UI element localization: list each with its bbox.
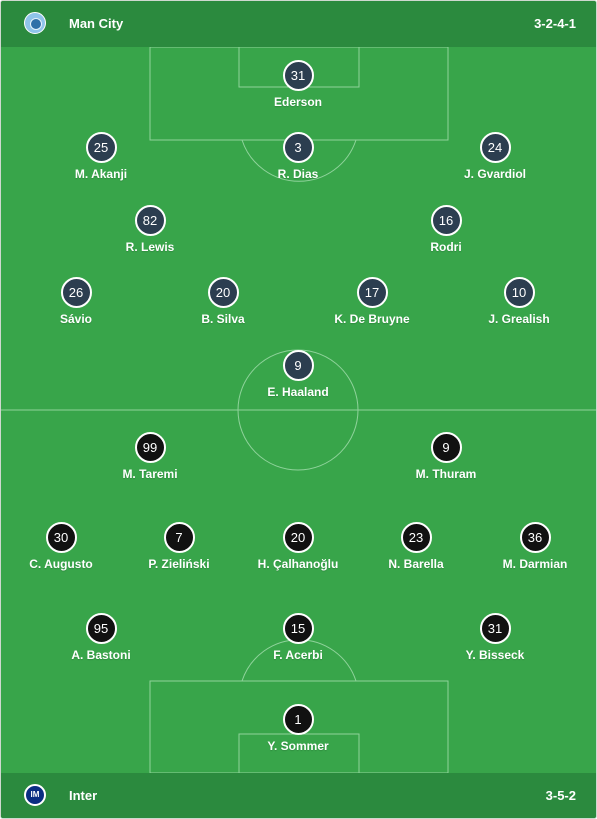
shirt-number-badge: 23 [400,522,432,553]
player-name: F. Acerbi [273,648,323,662]
shirt-number-badge: 24 [479,132,511,163]
player-name: M. Taremi [122,467,178,481]
shirt-number-badge: 9 [430,432,462,463]
player-name: E. Haaland [267,385,329,399]
shirt-number-badge: 7 [163,522,195,553]
away-player[interactable]: 23 N. Barella [351,522,481,571]
shirt-number-badge: 9 [282,350,314,381]
away-player[interactable]: 7 P. Zieliński [114,522,244,571]
home-player[interactable]: 10 J. Grealish [454,277,584,326]
home-player[interactable]: 9 E. Haaland [233,350,363,399]
away-player[interactable]: 99 M. Taremi [85,432,215,481]
home-team-name[interactable]: Man City [69,16,124,31]
player-name: J. Gvardiol [463,167,527,181]
shirt-number-badge: 26 [60,277,92,308]
player-name: Y. Sommer [267,739,329,753]
home-player[interactable]: 25 M. Akanji [36,132,166,181]
player-name: K. De Bruyne [334,312,410,326]
player-name: B. Silva [201,312,245,326]
inter-crest-icon: IM [24,784,46,806]
player-name: Sávio [59,312,92,326]
away-team-name[interactable]: Inter [69,788,98,803]
away-player[interactable]: 9 M. Thuram [381,432,511,481]
away-player[interactable]: 20 H. Çalhanoğlu [233,522,363,571]
shirt-number-badge: 1 [282,704,314,735]
shirt-number-badge: 20 [207,277,239,308]
shirt-number-badge: 15 [282,613,314,644]
player-name: M. Akanji [74,167,128,181]
top-penalty-arc [241,139,357,182]
shirt-number-badge: 10 [503,277,535,308]
shirt-number-badge: 3 [282,132,314,163]
player-name: M. Thuram [415,467,477,481]
away-player[interactable]: 36 M. Darmian [470,522,596,571]
shirt-number-badge: 95 [85,613,117,644]
player-name: N. Barella [388,557,444,571]
player-name: R. Dias [277,167,319,181]
shirt-number-badge: 17 [356,277,388,308]
player-name: P. Zieliński [148,557,210,571]
shirt-number-badge: 30 [45,522,77,553]
player-name: C. Augusto [29,557,93,571]
shirt-number-badge: 82 [134,205,166,236]
player-name: Y. Bisseck [465,648,525,662]
player-name: H. Çalhanoğlu [257,557,339,571]
shirt-number-badge: 31 [282,60,314,91]
away-player[interactable]: 30 C. Augusto [1,522,126,571]
player-name: J. Grealish [488,312,550,326]
shirt-number-badge: 25 [85,132,117,163]
home-player[interactable]: 82 R. Lewis [85,205,215,254]
away-formation: 3-5-2 [545,788,576,803]
shirt-number-badge: 99 [134,432,166,463]
home-team-bar: Man City 3-2-4-1 [1,1,596,47]
away-player[interactable]: 1 Y. Sommer [233,704,363,753]
player-name: R. Lewis [125,240,175,254]
home-player[interactable]: 3 R. Dias [233,132,363,181]
away-player[interactable]: 95 A. Bastoni [36,613,166,662]
shirt-number-badge: 16 [430,205,462,236]
player-name: Ederson [273,95,322,109]
player-name: M. Darmian [502,557,568,571]
home-player[interactable]: 20 B. Silva [158,277,288,326]
man-city-crest-icon [24,12,46,34]
away-player[interactable]: 31 Y. Bisseck [430,613,560,662]
player-name: Rodri [430,240,462,254]
shirt-number-badge: 20 [282,522,314,553]
away-team-bar: IM Inter 3-5-2 [1,773,596,818]
away-player[interactable]: 15 F. Acerbi [233,613,363,662]
player-name: A. Bastoni [71,648,131,662]
shirt-number-badge: 36 [519,522,551,553]
shirt-number-badge: 31 [479,613,511,644]
home-formation: 3-2-4-1 [534,16,576,31]
home-player[interactable]: 17 K. De Bruyne [307,277,437,326]
home-player[interactable]: 24 J. Gvardiol [430,132,560,181]
